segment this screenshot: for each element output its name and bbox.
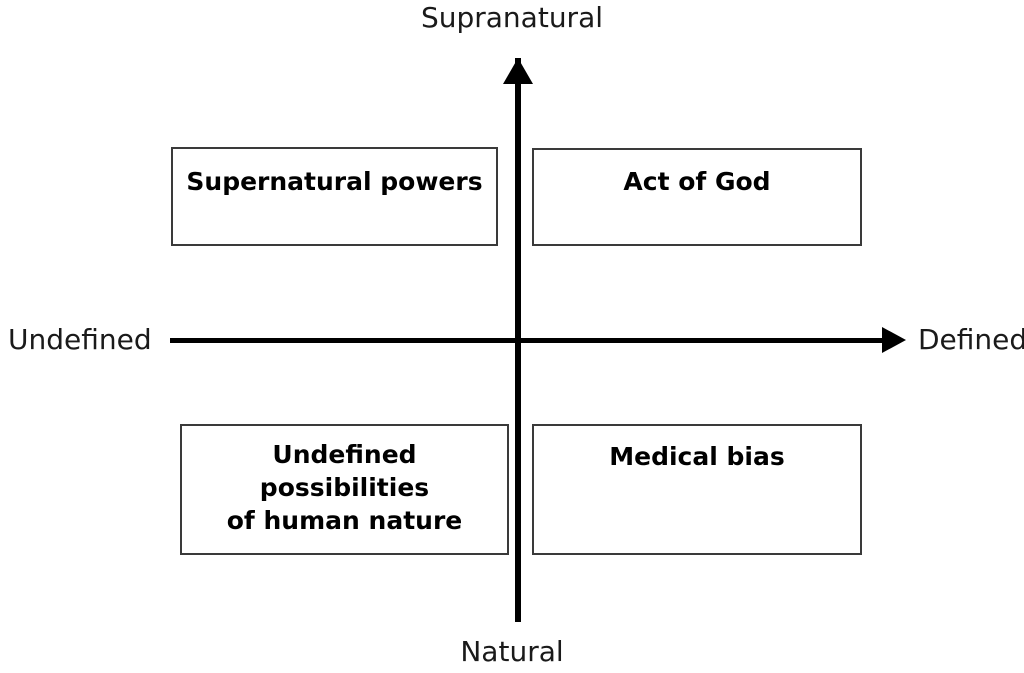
quadrant-box-bottom-right: Medical bias	[532, 424, 862, 555]
quadrant-label-bottom-right: Medical bias	[609, 442, 785, 471]
quadrant-box-bottom-left: Undefined possibilities of human nature	[180, 424, 509, 555]
axis-label-supranatural: Supranatural	[420, 1, 604, 34]
horizontal-axis-line	[170, 338, 892, 343]
quadrant-label-bottom-left: Undefined possibilities of human nature	[226, 440, 463, 535]
axis-label-natural: Natural	[460, 635, 564, 668]
arrow-right-icon	[882, 327, 906, 353]
quadrant-box-top-right: Act of God	[532, 148, 862, 246]
axis-label-defined: Defined	[918, 323, 1024, 356]
quadrant-label-top-left: Supernatural powers	[186, 167, 483, 196]
quadrant-box-top-left: Supernatural powers	[171, 147, 498, 246]
quadrant-label-top-right: Act of God	[623, 167, 771, 196]
arrow-up-icon	[503, 58, 533, 84]
axis-label-undefined: Undefined	[8, 323, 152, 356]
